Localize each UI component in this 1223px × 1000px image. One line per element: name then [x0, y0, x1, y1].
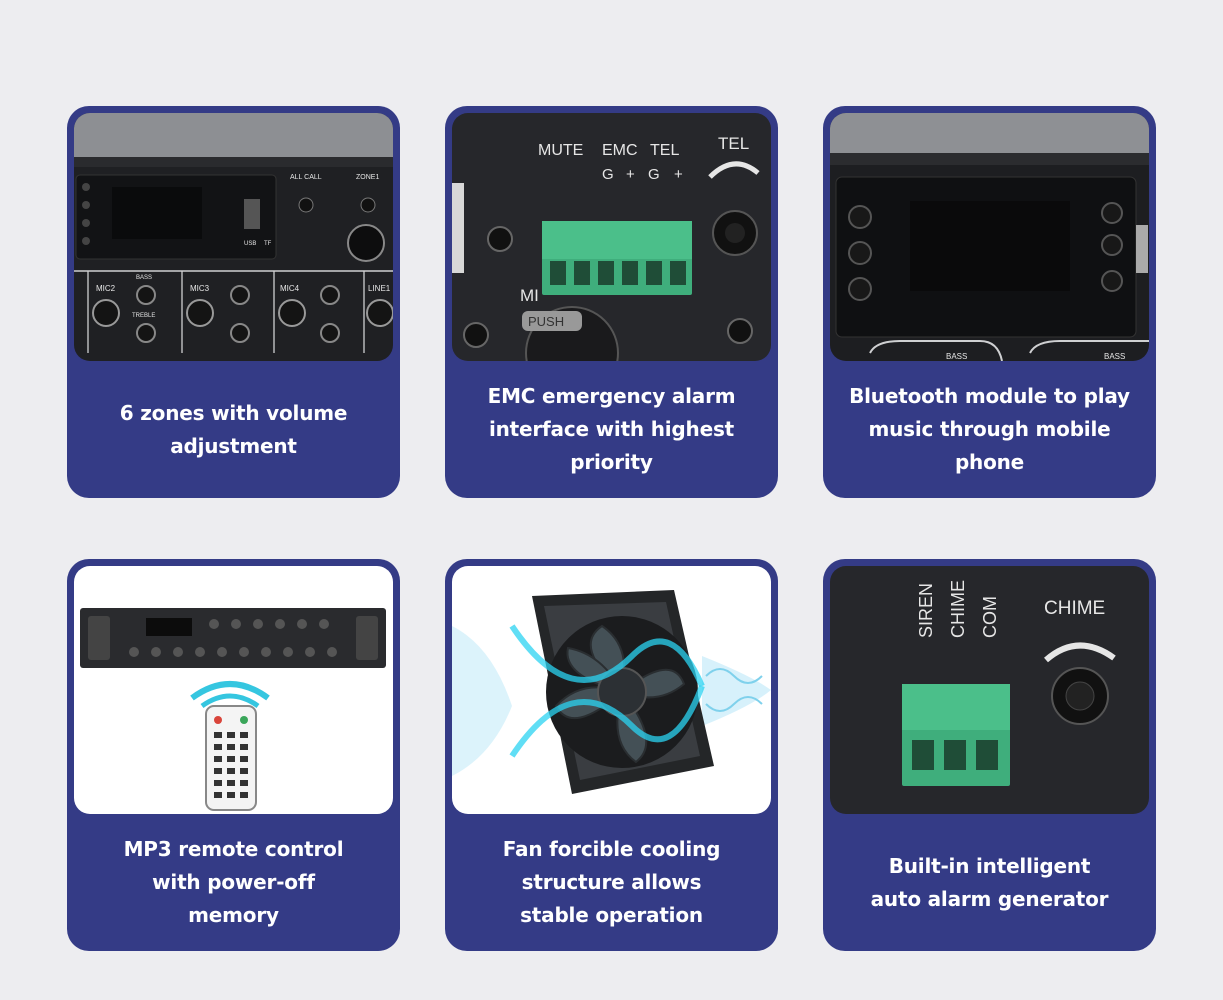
panel-label: MIC4 [280, 284, 300, 293]
panel-label: G [648, 166, 660, 183]
feature-caption: Built-in intelligent auto alarm generato… [870, 853, 1109, 911]
feature-card-chime: SIREN CHIME COM CHIME Built-in intellige… [823, 559, 1156, 951]
feature-caption: Fan forcible cooling structure allows st… [502, 837, 721, 927]
panel-label: + [674, 166, 683, 183]
panel-label: BASS [1104, 352, 1125, 361]
cooling-fan-icon [452, 566, 771, 814]
feature-caption: MP3 remote control with power-off memory [123, 837, 344, 927]
panel-label: ALL CALL [290, 174, 322, 181]
panel-label: TF [264, 241, 272, 247]
feature-caption: Bluetooth module to play music through m… [849, 384, 1130, 474]
panel-label: MUTE [538, 142, 583, 159]
panel-label: MI [520, 286, 539, 305]
panel-label: COM [980, 596, 1000, 638]
panel-label: BASS [136, 275, 152, 281]
remote-control-icon [74, 566, 393, 814]
panel-label: ZONE1 [356, 174, 379, 181]
panel-label: MIC3 [190, 284, 210, 293]
panel-label: CHIME [948, 580, 968, 638]
feature-card-fan: Fan forcible cooling structure allows st… [445, 559, 778, 951]
panel-label: G [602, 166, 614, 183]
feature-card-remote: MP3 remote control with power-off memory [67, 559, 400, 951]
panel-label: EMC [602, 142, 638, 159]
terminal-block-icon: MUTE EMC TEL G + G + TEL [452, 113, 771, 361]
panel-label: TEL [650, 142, 679, 159]
panel-label: MIC2 [96, 284, 116, 293]
panel-label: BASS [946, 352, 967, 361]
panel-label: TREBLE [132, 313, 155, 319]
panel-label: PUSH [528, 314, 564, 329]
feature-caption: 6 zones with volume adjustment [119, 400, 348, 458]
panel-label: SIREN [916, 583, 936, 638]
bluetooth-module-icon: BASS BASS [830, 113, 1149, 361]
panel-label: USB [244, 241, 256, 247]
panel-label: + [626, 166, 635, 183]
feature-card-zones: ALL CALL ZONE1 USB TF MIC2 MIC3 MIC4 LIN… [67, 106, 400, 498]
amplifier-front-panel-icon: ALL CALL ZONE1 USB TF MIC2 MIC3 MIC4 LIN… [74, 113, 393, 361]
panel-label: TEL [718, 134, 749, 153]
feature-card-emc: MUTE EMC TEL G + G + TEL [445, 106, 778, 498]
feature-caption: EMC emergency alarm interface with highe… [487, 384, 736, 474]
chime-terminal-icon: SIREN CHIME COM CHIME [830, 566, 1149, 814]
panel-label: CHIME [1044, 598, 1105, 619]
feature-card-bluetooth: BASS BASS Bluetooth module to play music… [823, 106, 1156, 498]
panel-label: LINE1 [368, 284, 391, 293]
